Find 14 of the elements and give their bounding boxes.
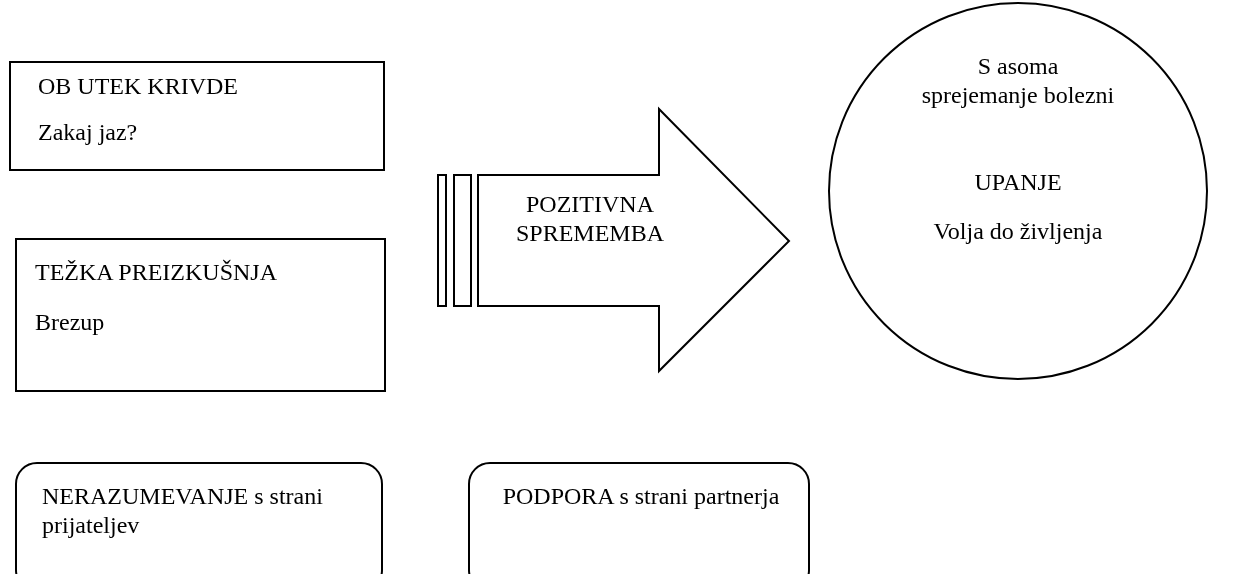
node-heading: OB UTEK KRIVDE — [38, 72, 239, 101]
node-text: Brezup — [35, 308, 106, 337]
node-text: Zakaj jaz? — [38, 118, 139, 147]
text-box — [9, 61, 385, 171]
node-text: UPANJE — [973, 168, 1063, 197]
node-text: PODPORA s strani partnerja — [501, 482, 781, 511]
text-box — [15, 238, 386, 392]
rounded-box — [468, 462, 810, 574]
node-text: Volja do življenja — [932, 217, 1104, 246]
node-heading: TEŽKA PREIZKUŠNJA — [35, 258, 278, 287]
node-heading: S asoma sprejemanje bolezni — [920, 52, 1116, 110]
node-text: NERAZUMEVANJE s strani prijateljev — [42, 482, 324, 540]
rounded-box — [15, 462, 383, 574]
node-text: POZITIVNA SPREMEMBA — [514, 190, 665, 248]
